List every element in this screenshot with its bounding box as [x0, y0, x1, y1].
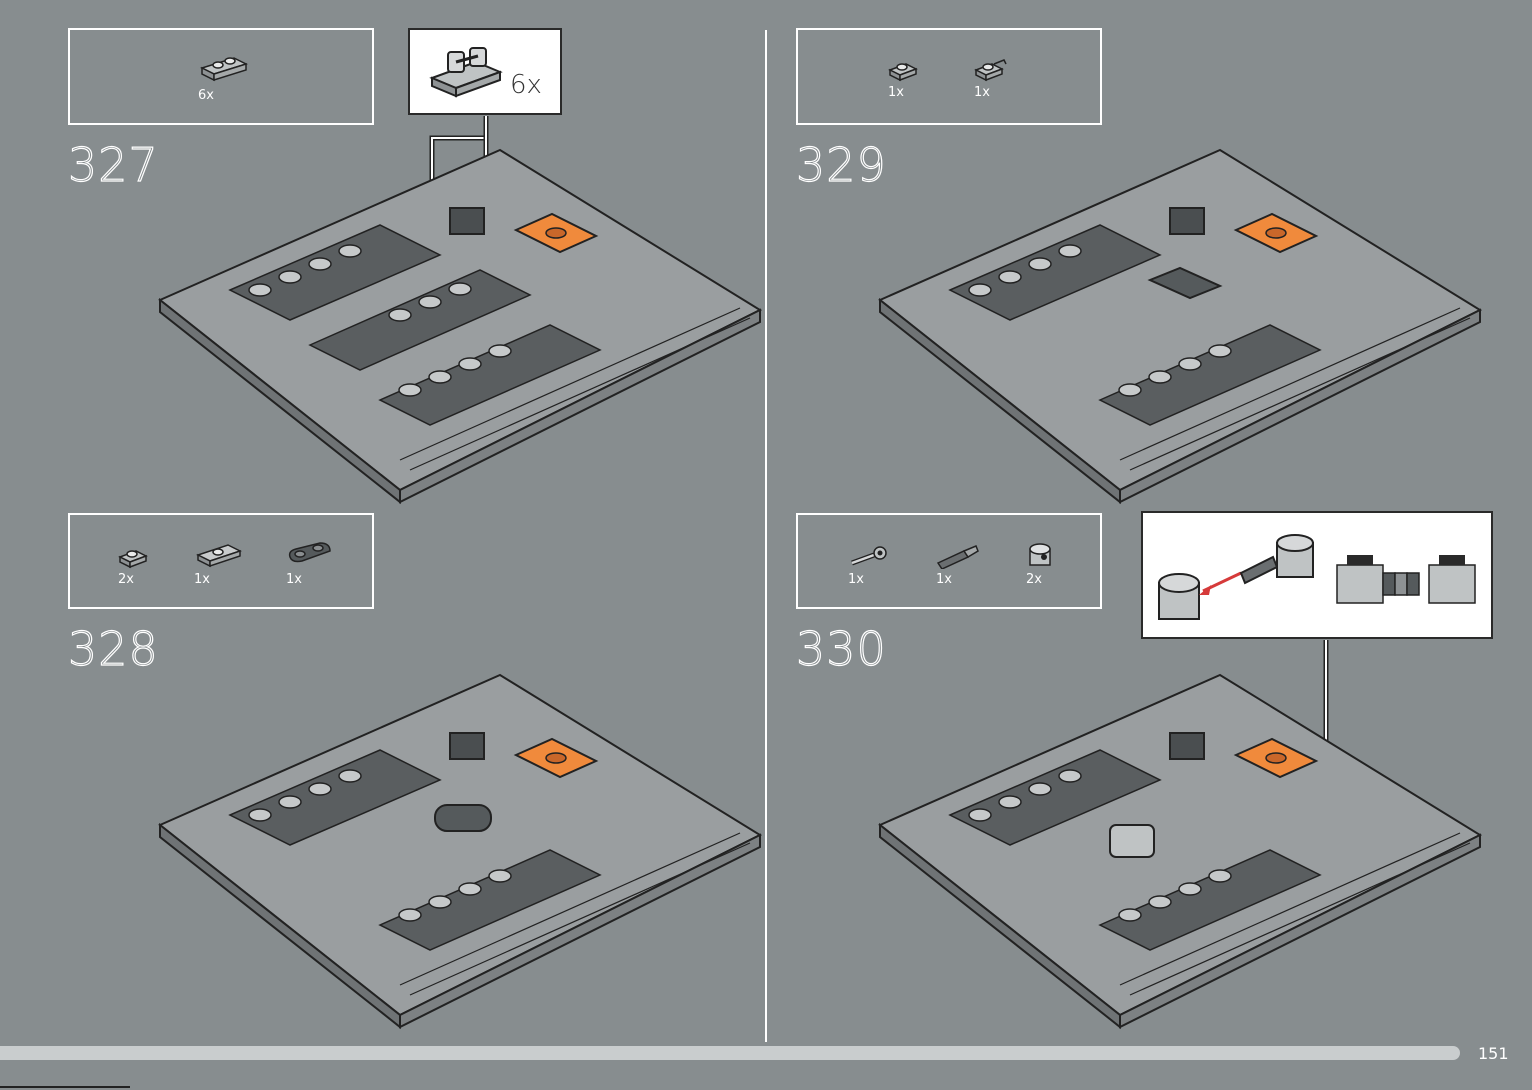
part-count: 1x — [194, 572, 210, 587]
plate-clip-icon — [116, 543, 150, 569]
model-assembly-329 — [870, 140, 1490, 510]
connector-assembly-icon — [1153, 523, 1323, 629]
parts-box-330: 1x 1x 2x — [796, 513, 1102, 609]
model-assembly-328 — [150, 665, 770, 1035]
footer-line — [0, 1086, 130, 1088]
callout-330 — [1141, 511, 1493, 639]
step-number-327: 327 — [68, 138, 159, 192]
model-assembly-327 — [150, 140, 770, 510]
parts-box-328: 2x 1x 1x — [68, 513, 374, 609]
page-number: 151 — [1478, 1044, 1509, 1063]
callout-327: 6x — [408, 28, 562, 115]
brick-round-icon — [1024, 539, 1056, 569]
callout-count: 6x — [510, 70, 542, 100]
bar-holder-icon — [848, 543, 892, 569]
plate-clip-icon — [886, 56, 920, 82]
plate-rounded-dark-icon — [284, 541, 334, 569]
connector-side-view-icon — [1335, 551, 1477, 607]
plate-1x2-icon — [194, 541, 244, 569]
part-count: 1x — [286, 572, 302, 587]
part-count: 1x — [974, 85, 990, 100]
part-count: 1x — [936, 572, 952, 587]
part-count: 1x — [888, 85, 904, 100]
parts-box-327: 6x — [68, 28, 374, 125]
plate-1x2-clip-icon — [198, 52, 250, 82]
part-count: 2x — [1026, 572, 1042, 587]
plate-clip-side-icon — [972, 56, 1008, 82]
part-count: 6x — [198, 88, 214, 103]
parts-box-329: 1x 1x — [796, 28, 1102, 125]
plate-clip-handle-icon — [426, 44, 506, 100]
part-count: 1x — [848, 572, 864, 587]
step-number-328: 328 — [68, 622, 159, 676]
model-assembly-330 — [870, 665, 1490, 1035]
page-progress-bar — [0, 1046, 1460, 1060]
part-count: 2x — [118, 572, 134, 587]
pin-connector-icon — [934, 543, 980, 569]
